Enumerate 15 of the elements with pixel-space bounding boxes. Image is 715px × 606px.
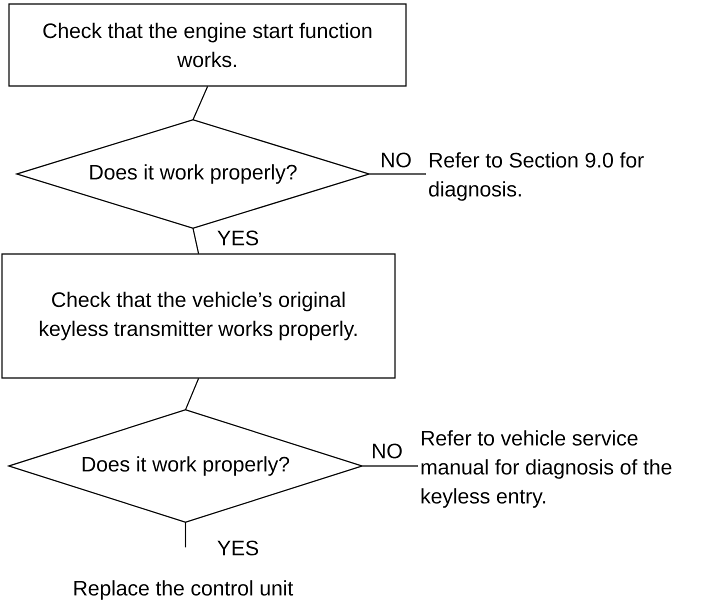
edge-label: YES (217, 540, 258, 556)
connector-line (192, 86, 208, 120)
process-box: Check that the engine start function works. (8, 3, 407, 87)
result-text: Replace the control unit (74, 580, 294, 600)
connector-line (362, 465, 418, 467)
connector-line (369, 173, 426, 175)
note-text: Refer to Section 9.0 for diagnosis. (429, 152, 644, 201)
connector-line (184, 378, 200, 410)
edge-label: NO (382, 152, 411, 168)
connector-line (184, 522, 186, 548)
process-box: Check that the vehicle’s original keyless transmitter works properly. (1, 253, 396, 379)
note-text: Refer to vehicle service manual for diagnosis of the keyless entry. (422, 430, 672, 508)
connector-line (192, 228, 200, 254)
edge-label: NO (372, 444, 402, 458)
edge-label: YES (217, 230, 258, 246)
